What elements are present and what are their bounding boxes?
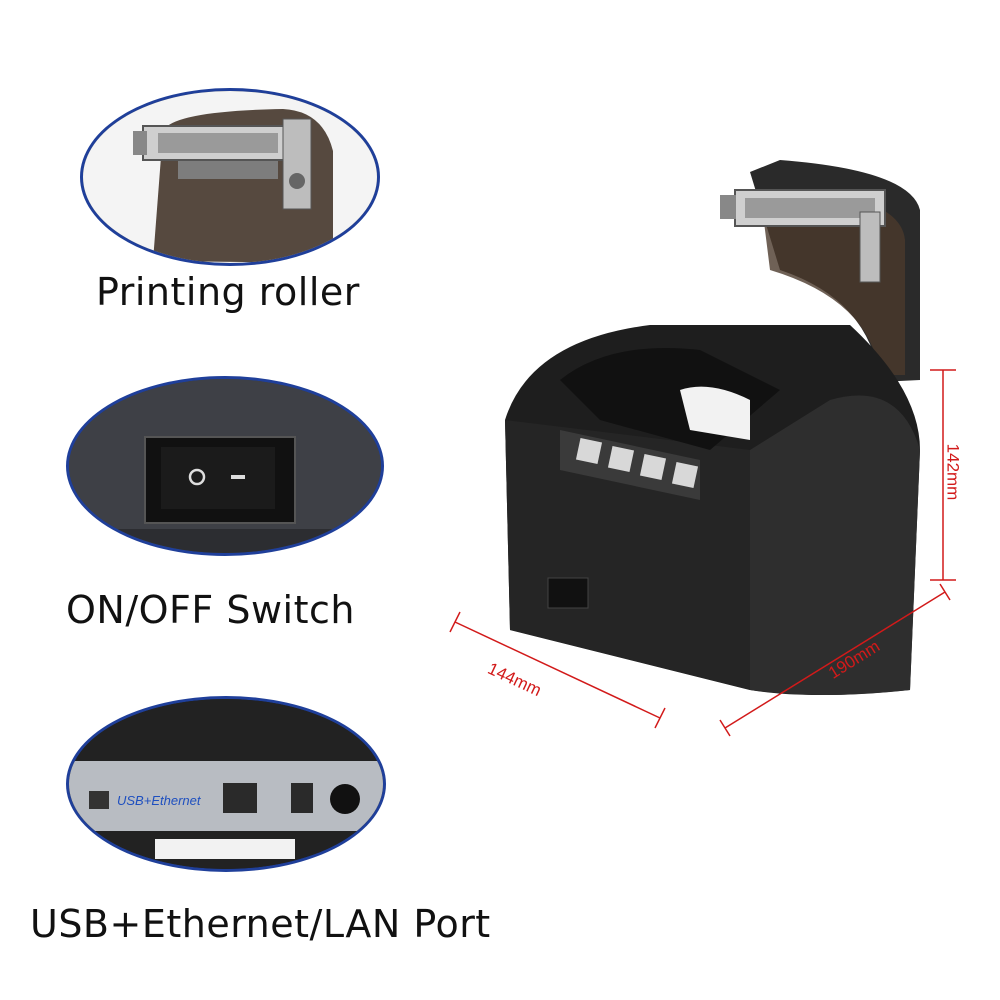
paper-roll [680,386,750,440]
usb-ethernet-caption: USB+Ethernet/LAN Port [30,902,491,946]
side-power-switch [547,577,589,609]
on-off-switch-caption: ON/OFF Switch [66,588,355,632]
thermal-printer-image [505,160,920,695]
power-port-icon [330,784,360,814]
dimension-lines [449,369,956,737]
ports-closeup-oval: USB+Ethernet [66,696,386,872]
switch-off-symbol [231,475,245,479]
switch-on-symbol [188,468,206,486]
roller-closeup-image [83,91,377,263]
cashdrawer-port-icon [291,783,313,813]
printing-roller-caption: Printing roller [96,270,360,314]
ports-closeup-image: USB+Ethernet [69,699,383,869]
roller-closeup-oval [80,88,380,266]
ethernet-port-icon [223,783,257,813]
height-dimension-label: 142mm [943,443,963,501]
switch-closeup-oval [66,376,384,556]
usb-port-icon [89,791,109,809]
usb-ethernet-port-label: USB+Ethernet [117,793,202,808]
switch-closeup-image [69,379,381,553]
